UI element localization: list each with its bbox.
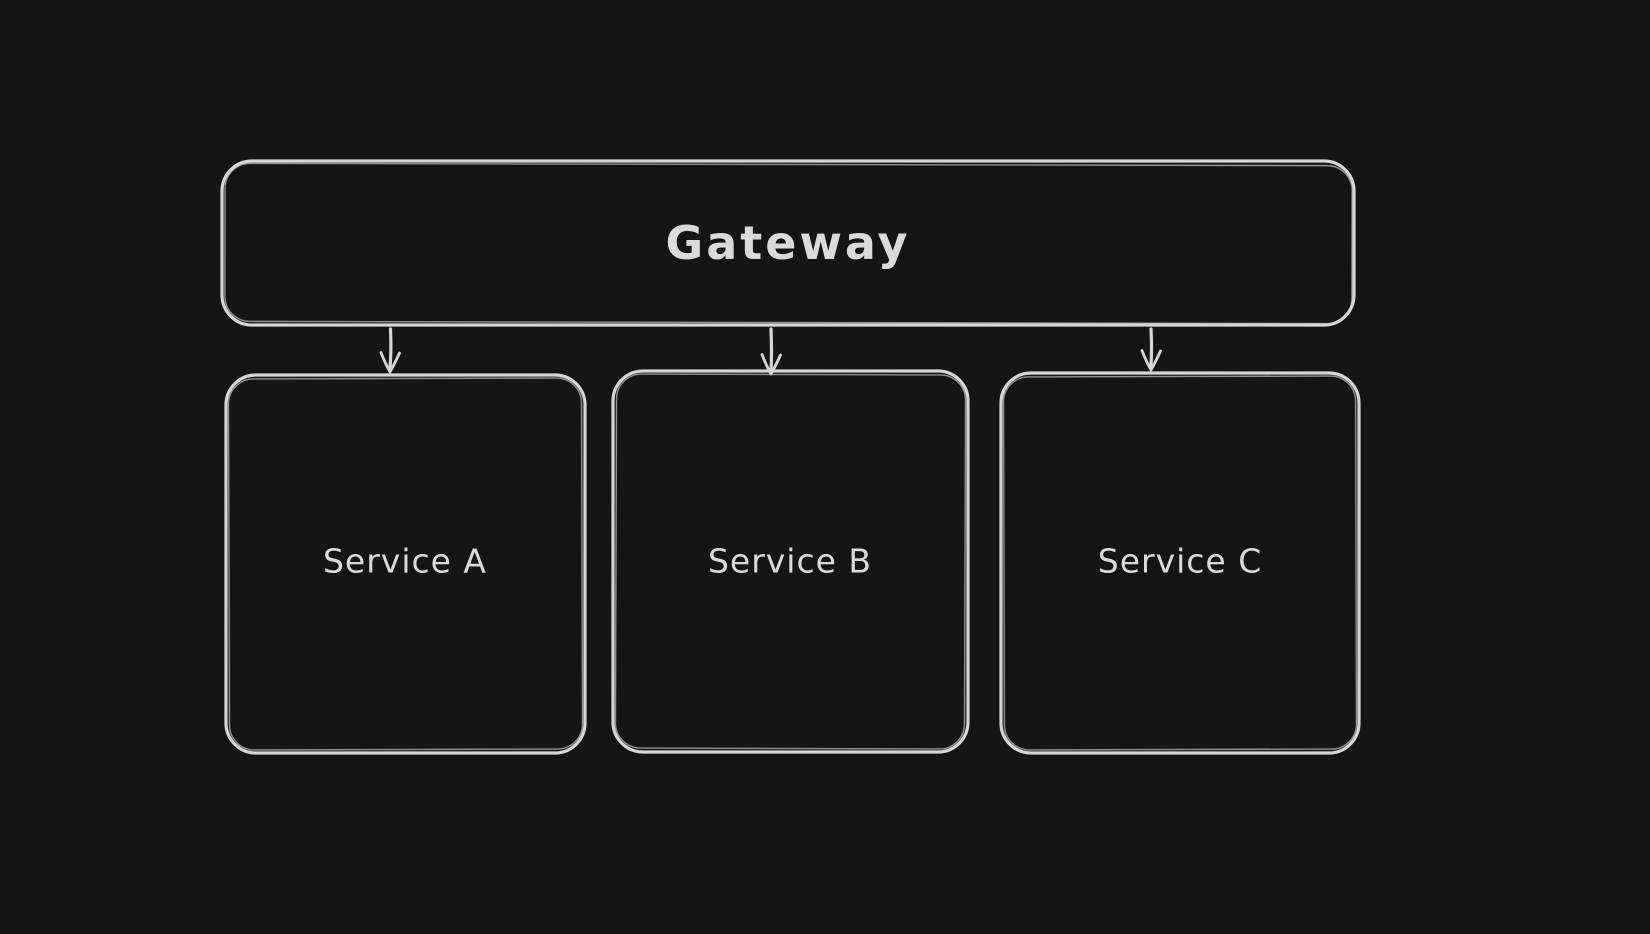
service-c-label: Service C <box>1098 542 1263 581</box>
edge-a-arrowhead-icon <box>379 351 401 374</box>
service-b-node <box>611 369 970 754</box>
edge-gateway-service-c <box>1140 327 1162 372</box>
service-a-label: Service A <box>323 542 487 581</box>
edge-gateway-service-b <box>760 327 782 376</box>
service-b-box <box>611 369 970 754</box>
service-b-box-echo <box>614 373 967 750</box>
gateway-node <box>220 159 1356 327</box>
label-layer: Gateway Service A Service B Service C <box>323 216 1263 581</box>
gateway-label: Gateway <box>665 216 910 270</box>
service-a-node <box>224 373 587 755</box>
edge-gateway-service-a <box>379 327 401 374</box>
edge-c-shaft <box>1149 327 1154 368</box>
edge-c-arrowhead-icon <box>1140 349 1162 372</box>
edge-a-shaft <box>388 327 393 370</box>
service-b-label: Service B <box>708 542 872 581</box>
service-c-box <box>999 371 1361 755</box>
edge-layer <box>379 327 1162 376</box>
service-c-node <box>999 371 1361 755</box>
edge-b-shaft <box>769 327 774 374</box>
service-a-box-echo <box>227 377 584 751</box>
service-c-box-echo <box>1002 375 1358 751</box>
gateway-box <box>220 159 1356 327</box>
service-a-box <box>224 373 587 755</box>
gateway-box-echo <box>224 162 1353 325</box>
diagram-root: Gateway Service A Service B Service C <box>220 159 1361 755</box>
